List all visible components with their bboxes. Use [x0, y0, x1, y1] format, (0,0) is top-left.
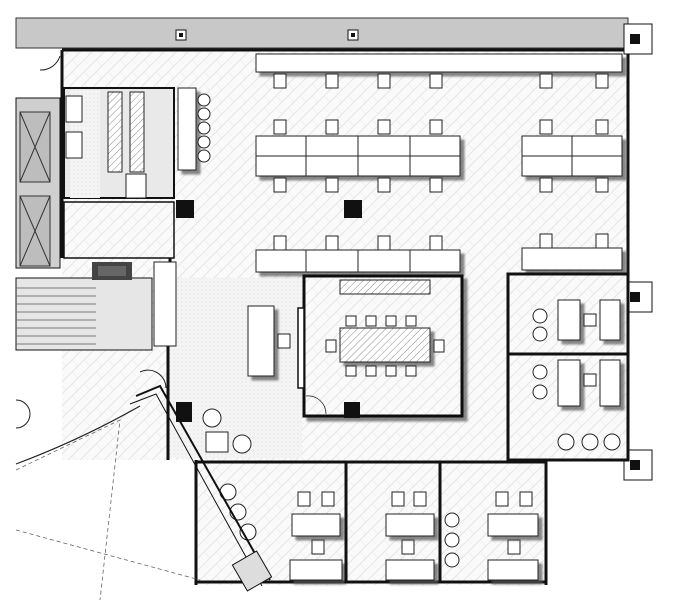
exterior-band [15, 17, 629, 49]
stair [15, 277, 153, 351]
office-1 [506, 272, 630, 356]
desk-row-mid [255, 233, 623, 273]
conference-room [302, 274, 464, 418]
desk-row-top [255, 53, 623, 73]
office-5 [438, 460, 548, 584]
desk-cluster-right [521, 119, 623, 193]
office-2 [506, 352, 630, 462]
desk-cluster-center [255, 119, 461, 193]
office-3 [194, 460, 348, 584]
entry-wall [15, 55, 273, 601]
service-core [15, 87, 211, 351]
workstations [255, 53, 623, 273]
reception [176, 305, 305, 454]
